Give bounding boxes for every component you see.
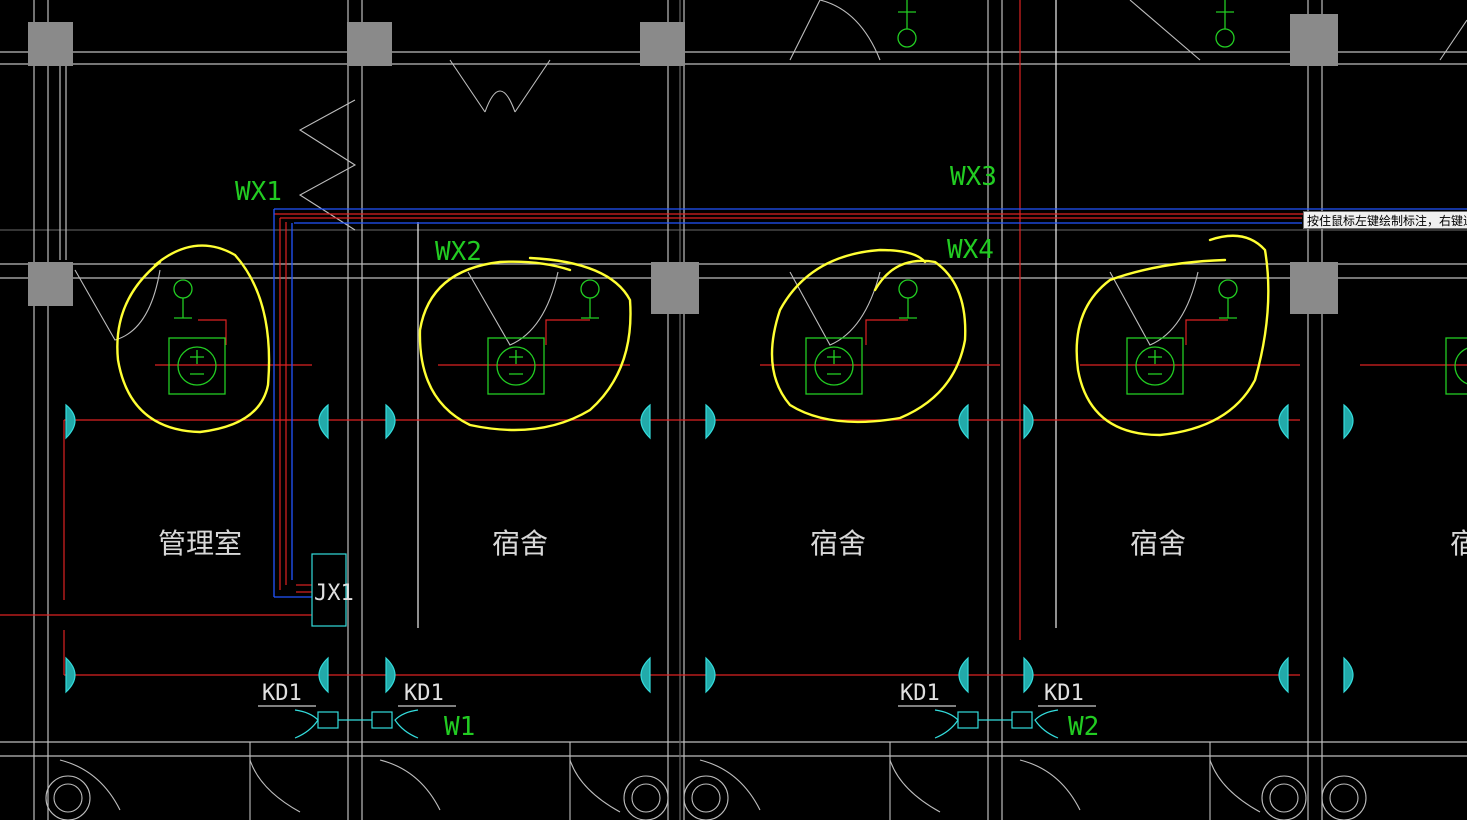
switch-label-1: KD1 <box>262 681 302 706</box>
room-label-management: 管理室 <box>158 527 242 560</box>
bathroom-fixtures <box>45 775 1367 820</box>
room-label-dorm-3: 宿舍 <box>1130 527 1186 560</box>
switch-label-2: KD1 <box>404 681 444 706</box>
circuit-label-w1: W1 <box>444 712 475 742</box>
light-fixture-2 <box>487 279 600 395</box>
room-label-dorm-4-partial: 宿 <box>1450 527 1467 560</box>
light-fixture-1 <box>168 279 226 395</box>
circuit-label-wx4: WX4 <box>947 235 994 265</box>
command-tooltip: 按住鼠标左键绘制标注，右键退出 <box>1303 211 1467 229</box>
switch-assemblies <box>258 705 1096 739</box>
circuit-label-w2: W2 <box>1068 712 1099 742</box>
circuit-label-wx1: WX1 <box>235 177 282 207</box>
room-label-dorm-2: 宿舍 <box>810 527 866 560</box>
blue-circuits <box>273 208 1467 598</box>
light-fixture-5-partial <box>1445 337 1467 395</box>
wall-lamps <box>65 403 1354 694</box>
switch-label-3: KD1 <box>900 681 940 706</box>
light-fixture-4 <box>1126 279 1238 395</box>
yellow-markup-annotations <box>116 234 1270 437</box>
circuit-label-wx3: WX3 <box>950 162 997 192</box>
room-light-fixtures <box>168 0 1467 395</box>
room-label-dorm-1: 宿舍 <box>492 527 548 560</box>
doors <box>59 0 1467 820</box>
light-fixture-3 <box>805 279 918 395</box>
switch-label-4: KD1 <box>1044 681 1084 706</box>
red-circuits <box>0 0 1467 676</box>
distribution-box-jx1[interactable]: JX1 <box>311 553 354 627</box>
distribution-box-label: JX1 <box>314 581 354 606</box>
circuit-label-wx2: WX2 <box>435 237 482 267</box>
structural-columns <box>28 14 1338 314</box>
